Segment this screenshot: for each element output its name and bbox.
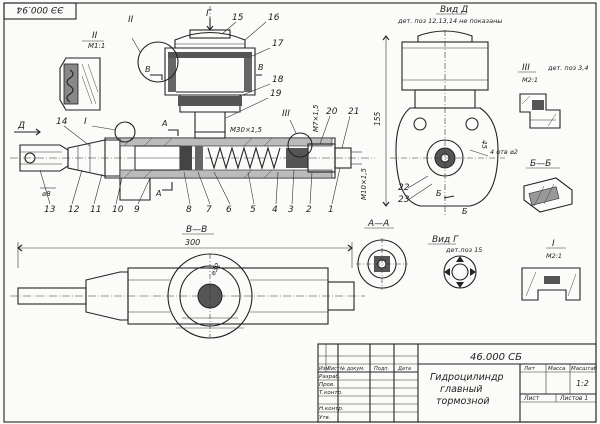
- mark-III: III: [282, 109, 290, 119]
- callout-19: 19: [270, 89, 282, 99]
- section-BB-label: Б—Б: [530, 159, 551, 169]
- mark-I: I: [84, 117, 87, 127]
- callout-23: 23: [398, 195, 410, 205]
- thread-M10: М10×1,5: [360, 168, 368, 200]
- arrow-G-label: Г: [206, 9, 212, 19]
- section-BB-view: Б—Б: [523, 159, 573, 213]
- mark-A-top: А: [161, 119, 167, 128]
- callout-22: 22: [398, 183, 410, 193]
- section-VV-label: В—В: [186, 225, 207, 235]
- title-name-line3: тормозной: [436, 396, 490, 407]
- main-section-view: I III А А Д М30×1,5 М7×1,5 М10×1,5 ⌀8: [10, 104, 375, 201]
- role-developer: Разраб.: [319, 374, 341, 380]
- title-block: Изм. Лист № докум. Подп. Дата Разраб. Пр…: [317, 343, 598, 423]
- callout-5: 5: [250, 205, 256, 215]
- col-scale: Масштаб: [571, 366, 598, 372]
- callout-6: 6: [226, 205, 232, 215]
- callout-1: 1: [328, 205, 334, 215]
- reservoir-assembly: II Г В В: [128, 6, 264, 133]
- stamp-code: ЭЭ 000.94: [16, 4, 64, 14]
- callout-4: 4: [272, 205, 278, 215]
- callout-18: 18: [272, 75, 284, 85]
- detail-II-view: II М1:1: [59, 31, 105, 111]
- callout-16: 16: [268, 13, 280, 23]
- dim-holes: 4 отв ⌀2: [490, 148, 518, 156]
- callout-2: 2: [306, 205, 312, 215]
- callout-15: 15: [232, 13, 244, 23]
- dim-d8: ⌀8: [42, 190, 51, 198]
- view-D-note: дет. поз 12,13,14 не показаны: [397, 17, 502, 25]
- mark-A-bottom: А: [155, 189, 161, 198]
- view-D: Вид Д дет. поз 12,13,14 не показаны 155 …: [373, 5, 518, 216]
- detail-III-label: III: [522, 63, 530, 73]
- thread-M7: М7×1,5: [312, 104, 320, 132]
- mark-V-left: В: [145, 65, 151, 74]
- arrow-D-label: Д: [17, 121, 25, 131]
- callout-10: 10: [112, 205, 124, 215]
- rev-col-date: Дата: [397, 366, 411, 372]
- section-VV-view: В—В 300 ⌀32: [10, 225, 365, 339]
- detail-III-scale: М2:1: [522, 76, 538, 84]
- callout-21: 21: [348, 107, 359, 117]
- callout-3: 3: [288, 205, 294, 215]
- sheets-count: Листов 1: [559, 395, 588, 402]
- rev-col-sheet: Лист: [326, 366, 341, 372]
- detail-II-label: II: [92, 31, 98, 41]
- view-G-label: Вид Г: [432, 235, 459, 245]
- detail-I-scale: М2:1: [546, 252, 562, 260]
- section-AA-view: А—А: [356, 219, 408, 290]
- callout-17: 17: [272, 39, 284, 49]
- mark-II: II: [128, 15, 134, 25]
- sheet-label: Лист: [523, 395, 540, 402]
- callout-11: 11: [90, 205, 101, 215]
- detail-II-scale: М1:1: [88, 42, 105, 50]
- callout-14: 14: [56, 117, 68, 127]
- scale-value: 1:2: [576, 379, 589, 388]
- dim-45: 45: [480, 140, 488, 149]
- col-mass: Масса: [548, 366, 566, 372]
- view-G: Вид Г дет.поз 15: [428, 235, 482, 289]
- title-name-line2: главный: [440, 384, 482, 395]
- view-D-label: Вид Д: [440, 5, 468, 15]
- section-AA-label: А—А: [367, 219, 389, 229]
- callout-9: 9: [134, 205, 140, 215]
- callout-12: 12: [68, 205, 80, 215]
- rev-col-sign: Подп.: [374, 366, 389, 372]
- doc-number: 46.000 СБ: [470, 352, 522, 363]
- callout-8: 8: [186, 205, 192, 215]
- callout-13: 13: [44, 205, 56, 215]
- role-approve: Утв.: [319, 415, 331, 421]
- title-name-line1: Гидроцилиндр: [430, 372, 504, 383]
- mark-B-1: Б: [436, 189, 442, 198]
- detail-III-note: дет. поз 3,4: [547, 64, 589, 72]
- callouts-main: 15 16 17 18 19 20 21 14 13 12 11 10 9 8 …: [39, 13, 359, 215]
- view-G-note: дет.поз 15: [445, 246, 482, 254]
- dim-d32: ⌀32: [209, 261, 223, 277]
- detail-I-view: I М2:1: [521, 239, 581, 301]
- role-checker: Пров.: [319, 382, 335, 388]
- thread-M30: М30×1,5: [230, 126, 262, 134]
- role-norm-control: Н.контр.: [319, 406, 344, 412]
- detail-I-label: I: [552, 239, 555, 249]
- mark-B-2: Б: [462, 207, 468, 216]
- stamp-box: ЭЭ 000.94: [3, 2, 77, 20]
- dim-300: 300: [185, 238, 200, 247]
- col-lit: Лит: [523, 366, 536, 372]
- callout-20: 20: [326, 107, 338, 117]
- dim-155: 155: [373, 111, 382, 126]
- role-tech-control: Т.контр.: [319, 390, 343, 396]
- mark-V-right: В: [258, 63, 264, 72]
- rev-col-change: Изм.: [319, 366, 331, 372]
- rev-col-doc: № докум.: [339, 366, 365, 372]
- detail-III-view: III М2:1 дет. поз 3,4: [518, 63, 589, 129]
- callout-7: 7: [206, 205, 212, 215]
- sheet-frame: [3, 2, 597, 423]
